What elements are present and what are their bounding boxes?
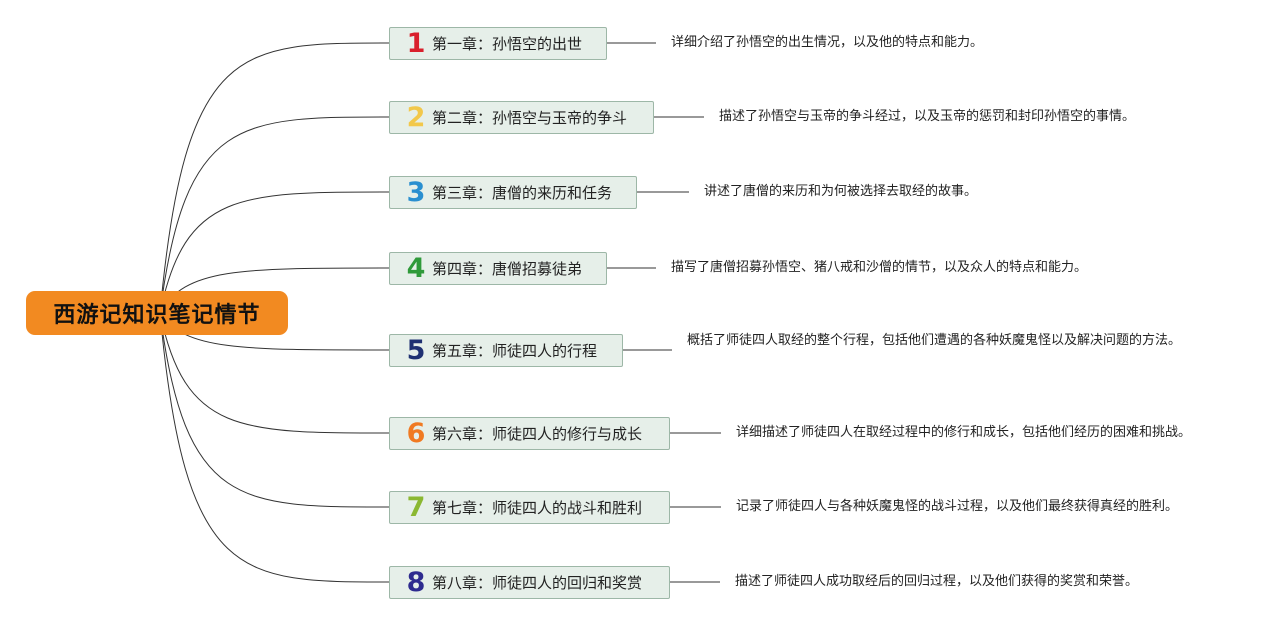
- chapter-number-icon: 6: [406, 417, 426, 449]
- chapter-title: 第八章：师徒四人的回归和奖赏: [432, 573, 643, 592]
- chapter-description[interactable]: 描述了师徒四人成功取经后的回归过程，以及他们获得的奖赏和荣誉。: [735, 574, 1139, 589]
- chapter-number-icon: 5: [406, 334, 426, 366]
- branch-curve: [159, 191, 390, 314]
- chapter-description[interactable]: 记录了师徒四人与各种妖魔鬼怪的战斗过程，以及他们最终获得真经的胜利。: [736, 499, 1179, 514]
- branch-curve: [159, 42, 390, 314]
- central-topic[interactable]: 西游记知识笔记情节: [26, 291, 288, 335]
- chapter-node-5[interactable]: 5 第五章：师徒四人的行程: [389, 333, 623, 367]
- chapter-description[interactable]: 讲述了唐僧的来历和为何被选择去取经的故事。: [704, 184, 978, 199]
- chapter-number-icon: 2: [406, 101, 426, 133]
- chapter-node-6[interactable]: 6 第六章：师徒四人的修行与成长: [389, 416, 670, 450]
- chapter-number-icon: 1: [406, 27, 426, 59]
- branch-curve: [159, 312, 390, 508]
- chapter-title: 第六章：师徒四人的修行与成长: [432, 424, 643, 443]
- chapter-description[interactable]: 描写了唐僧招募孙悟空、猪八戒和沙僧的情节，以及众人的特点和能力。: [671, 260, 1088, 275]
- branch-curve: [159, 116, 390, 314]
- chapter-number-icon: 8: [406, 566, 426, 598]
- chapter-number-icon: 3: [406, 176, 426, 208]
- chapter-node-3[interactable]: 3 第三章：唐僧的来历和任务: [389, 175, 637, 209]
- chapter-description[interactable]: 描述了孙悟空与玉帝的争斗经过，以及玉帝的惩罚和封印孙悟空的事情。: [719, 109, 1136, 124]
- chapter-title: 第四章：唐僧招募徒弟: [432, 259, 583, 278]
- chapter-title: 第三章：唐僧的来历和任务: [432, 183, 613, 202]
- chapter-number-icon: 4: [406, 252, 426, 284]
- chapter-node-4[interactable]: 4 第四章：唐僧招募徒弟: [389, 251, 607, 285]
- chapter-node-7[interactable]: 7 第七章：师徒四人的战斗和胜利: [389, 490, 670, 524]
- chapter-title: 第七章：师徒四人的战斗和胜利: [432, 498, 643, 517]
- branch-curve: [159, 312, 390, 434]
- chapter-node-1[interactable]: 1 第一章：孙悟空的出世: [389, 26, 607, 60]
- chapter-title: 第二章：孙悟空与玉帝的争斗: [432, 108, 628, 127]
- branch-curve: [159, 312, 390, 583]
- chapter-number-icon: 7: [406, 491, 426, 523]
- chapter-title: 第五章：师徒四人的行程: [432, 341, 598, 360]
- chapter-description[interactable]: 详细介绍了孙悟空的出生情况，以及他的特点和能力。: [671, 35, 984, 50]
- chapter-node-2[interactable]: 2 第二章：孙悟空与玉帝的争斗: [389, 100, 654, 134]
- chapter-description[interactable]: 概括了师徒四人取经的整个行程，包括他们遭遇的各种妖魔鬼怪以及解决问题的方法。: [687, 333, 1182, 348]
- chapter-title: 第一章：孙悟空的出世: [432, 34, 583, 53]
- chapter-node-8[interactable]: 8 第八章：师徒四人的回归和奖赏: [389, 565, 670, 599]
- chapter-description[interactable]: 详细描述了师徒四人在取经过程中的修行和成长，包括他们经历的困难和挑战。: [736, 425, 1192, 440]
